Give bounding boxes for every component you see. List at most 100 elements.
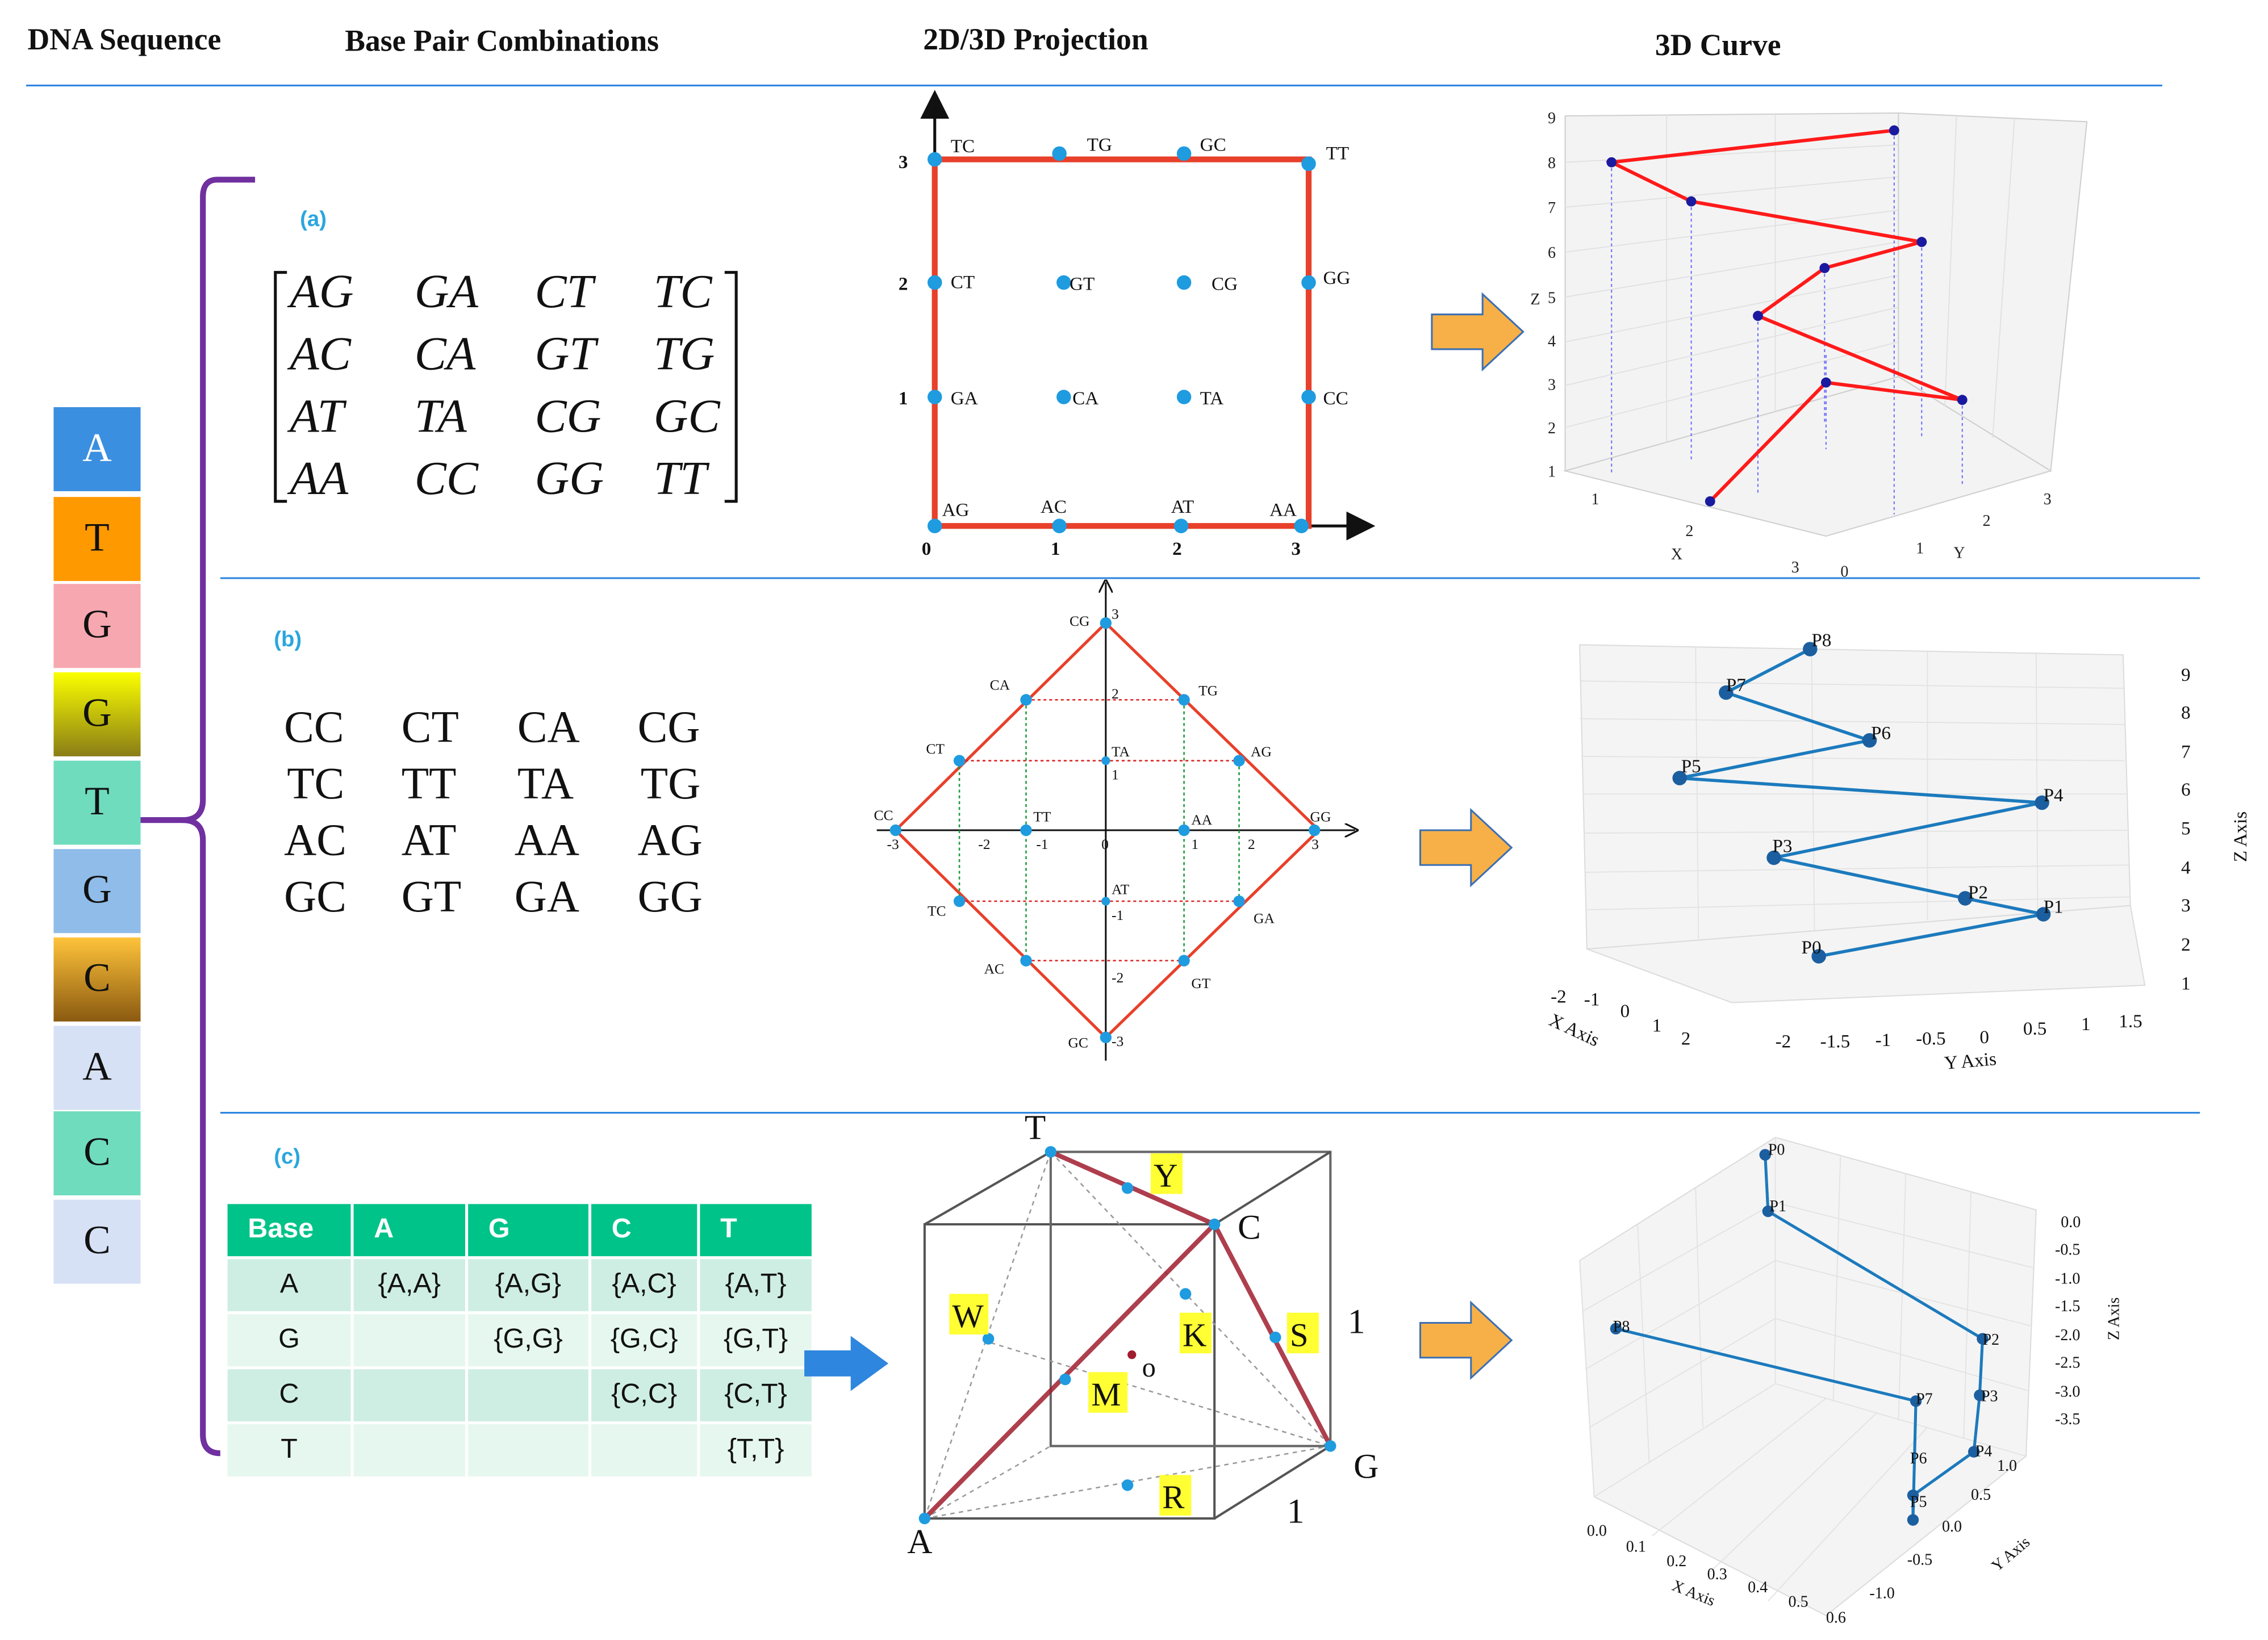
point-label: P8 — [1613, 1318, 1630, 1336]
x-axis-label: X Axis — [1546, 1010, 1603, 1051]
panel-a-3d-curve: 1 2 3 4 5 6 7 8 9 Z 1 2 3 X 0 1 2 3 Y — [1530, 110, 2088, 580]
y-tick: 0 — [1840, 563, 1848, 579]
diamond-label: AT — [1112, 881, 1130, 897]
y-tick: 2 — [899, 273, 908, 294]
grid-cell: GA — [514, 871, 580, 922]
matrix-cell: TC — [653, 266, 712, 319]
grid-label: GT — [1070, 273, 1095, 294]
grid-cell: TC — [287, 758, 345, 809]
z-tick: 8 — [2181, 702, 2191, 723]
z-tick: 1 — [1548, 463, 1556, 480]
y-axis-label: Y — [1953, 544, 1965, 562]
y-tick: 3 — [899, 152, 908, 173]
point-label-y: Y — [1154, 1157, 1177, 1194]
grid-label: CT — [951, 272, 975, 293]
y-tick: -2 — [1776, 1031, 1791, 1052]
panel-a-projection: TC TG GC TT CT GT CG GG GA CA TA CC AG A… — [899, 90, 1376, 559]
z-tick: 3 — [1548, 376, 1556, 394]
y-tick: -3 — [1112, 1033, 1123, 1049]
y-tick: 0.5 — [1971, 1486, 1991, 1504]
y-axis-label: Y Axis — [1989, 1533, 2033, 1575]
grid-label: GA — [951, 388, 978, 409]
matrix-cell: TG — [653, 329, 715, 382]
x-tick: 0.3 — [1707, 1566, 1727, 1583]
y-axis-label: Y Axis — [1944, 1048, 1998, 1074]
grid-label: TG — [1087, 134, 1112, 155]
panel-c-3d-curve: P0 P1 P2 P3 P4 P5 P6 P7 P8 0.0 -0.5 -1.0… — [1579, 1136, 2123, 1627]
y-tick: 1.0 — [1997, 1457, 2017, 1475]
grid-cell: CT — [401, 701, 459, 752]
z-tick: -3.0 — [2055, 1383, 2080, 1401]
grid-label: AC — [1041, 496, 1067, 517]
grid-cell: AG — [637, 814, 703, 865]
matrix-cell: TA — [414, 391, 467, 444]
diamond-label: CG — [1070, 613, 1089, 629]
point-label: P5 — [1681, 756, 1701, 777]
x-tick: -3 — [887, 836, 899, 852]
z-axis-label: Z Axis — [2105, 1298, 2123, 1341]
point-label-w: W — [952, 1298, 984, 1334]
z-tick: 4 — [1548, 333, 1556, 350]
grid-label: CG — [1212, 273, 1238, 294]
z-tick: -2.0 — [2055, 1327, 2080, 1344]
y-tick: 1.5 — [2119, 1011, 2142, 1032]
diamond-label: GG — [1310, 809, 1331, 825]
arrow-a-icon — [1431, 292, 1524, 372]
grid-cell: TG — [640, 758, 701, 809]
diamond-label: CT — [926, 740, 945, 757]
z-tick: 0.0 — [2061, 1214, 2081, 1231]
grid-label: AT — [1171, 496, 1194, 517]
base-pair-table: Base A G C T A {A,A} {A,G} {A,C} {A,T} G… — [224, 1201, 814, 1479]
point-label: P2 — [1968, 882, 1988, 903]
table-cell — [353, 1314, 466, 1367]
dna-base-6: G — [53, 849, 141, 934]
z-tick: -1.5 — [2055, 1298, 2080, 1315]
table-cell: {A,A} — [353, 1259, 466, 1312]
grid-label: TC — [951, 136, 975, 157]
y-tick: -1.0 — [1869, 1584, 1894, 1602]
grid-label: AA — [1269, 499, 1297, 520]
y-tick: -1 — [1876, 1030, 1891, 1051]
grid-cell: TT — [401, 758, 457, 809]
z-tick: -3.5 — [2055, 1411, 2080, 1428]
grid-label: GC — [1200, 134, 1226, 155]
z-tick: -0.5 — [2055, 1241, 2080, 1259]
z-axis-label: Z — [1530, 291, 1540, 308]
grid-cell: TA — [517, 758, 574, 809]
grid-cell: GT — [401, 871, 462, 922]
x-tick: 2 — [1685, 522, 1693, 540]
z-tick: 4 — [2181, 857, 2191, 878]
point-label-r: R — [1162, 1479, 1185, 1516]
panel-b-3d-curve: P0 P1 P2 P3 P4 P5 P6 P7 P8 1 2 3 4 5 6 7… — [1546, 630, 2251, 1074]
point-label-o: o — [1142, 1353, 1156, 1383]
point-label-s: S — [1290, 1316, 1309, 1353]
z-tick: 7 — [2181, 741, 2191, 762]
x-tick: 1 — [1592, 491, 1599, 508]
y-tick: -2 — [1112, 969, 1123, 986]
grid-cell: GC — [284, 871, 347, 922]
x-tick: 3 — [1291, 538, 1301, 559]
diamond-label: AA — [1191, 811, 1212, 828]
diamond-label: TT — [1033, 809, 1051, 825]
table-cell: {G,T} — [700, 1314, 812, 1367]
y-tick: 1 — [1112, 767, 1119, 783]
header-projection: 2D/3D Projection — [923, 22, 1148, 57]
point-label: P3 — [1772, 835, 1792, 856]
table-row: G {G,G} {G,C} {G,T} — [227, 1314, 812, 1367]
matrix-cell: AG — [290, 266, 354, 319]
y-tick: 2 — [1982, 512, 1990, 530]
header-dna-sequence: DNA Sequence — [27, 22, 222, 57]
grid-cell: CC — [284, 701, 344, 752]
matrix-cell: CG — [534, 391, 602, 444]
brace-top — [126, 177, 256, 823]
table-cell: {C,C} — [591, 1369, 697, 1422]
vertex-label-t: T — [1025, 1116, 1046, 1147]
x-tick: 0.2 — [1666, 1553, 1686, 1570]
dna-base-2: T — [53, 497, 141, 581]
grid-cell: AA — [514, 814, 580, 865]
z-tick: 9 — [2181, 664, 2191, 685]
matrix-brackets — [274, 271, 738, 503]
x-tick: 2 — [1248, 836, 1255, 852]
point-label: P0 — [1768, 1141, 1785, 1159]
z-tick: 1 — [2181, 973, 2191, 994]
